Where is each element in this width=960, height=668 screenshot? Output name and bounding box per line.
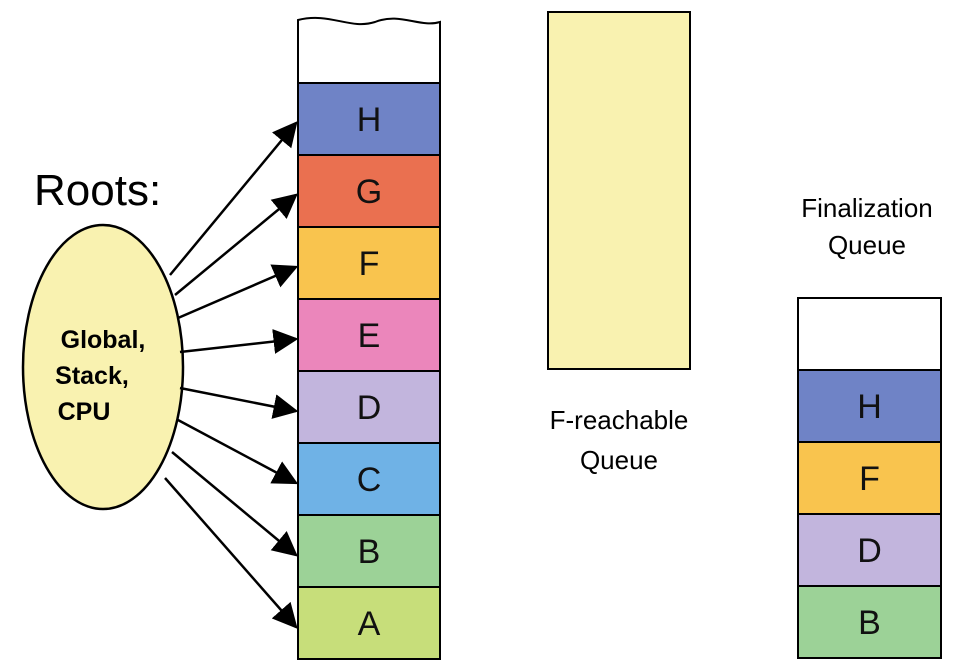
managed-heap-torn-top [297,16,441,83]
arrow-to-d [179,386,299,419]
roots-ellipse [21,223,185,511]
arrow-to-f [177,264,299,320]
heap-cell-label-a: A [358,605,381,643]
freachable-queue-label-line1: F-reachable [550,405,689,435]
arrow-to-h [169,121,298,276]
roots-title: Roots: [34,166,161,215]
finalization-queue-label-line1: Finalization [801,193,933,223]
roots-label-stack: Stack, [55,362,129,390]
heap-cell-label-e: E [358,317,381,355]
heap-cell-b [297,514,441,588]
heap-cell-a [297,586,441,660]
heap-cell-label-c: C [357,461,382,499]
heap-cell-f [297,226,441,300]
heap-cell-label-f: F [359,245,380,283]
finalization-cell-h [797,369,942,443]
finalization-queue-label-line2: Queue [828,230,906,260]
heap-cell-label-b: B [358,533,381,571]
root-reference-arrows [164,121,299,629]
finalization-cell-f [797,441,942,515]
finalization-cell-label-h: H [857,388,882,426]
finalization-cell-d [797,513,942,587]
freachable-queue-label-line2: Queue [580,445,658,475]
heap-cell-d [297,370,441,444]
arrow-to-a [164,477,298,629]
roots-label-global: Global, [61,326,146,354]
heap-cell-h [297,82,441,156]
roots-label-cpu: CPU [58,398,111,426]
finalization-cell-label-d: D [857,532,882,570]
finalization-cell-label-f: F [859,460,880,498]
arrow-to-e [179,329,299,354]
heap-cell-c [297,442,441,516]
heap-cell-label-d: D [357,389,382,427]
arrow-to-b [171,451,298,557]
freachable-queue-box [547,11,691,370]
heap-cell-label-h: H [357,101,382,139]
finalization-cell-b [797,585,942,659]
heap-cell-e [297,298,441,372]
finalization-cell-label-b: B [858,604,881,642]
finalization-queue-empty-slot [797,297,942,371]
arrow-to-c [177,418,299,485]
arrow-to-g [174,193,298,296]
heap-cell-label-g: G [356,173,382,211]
